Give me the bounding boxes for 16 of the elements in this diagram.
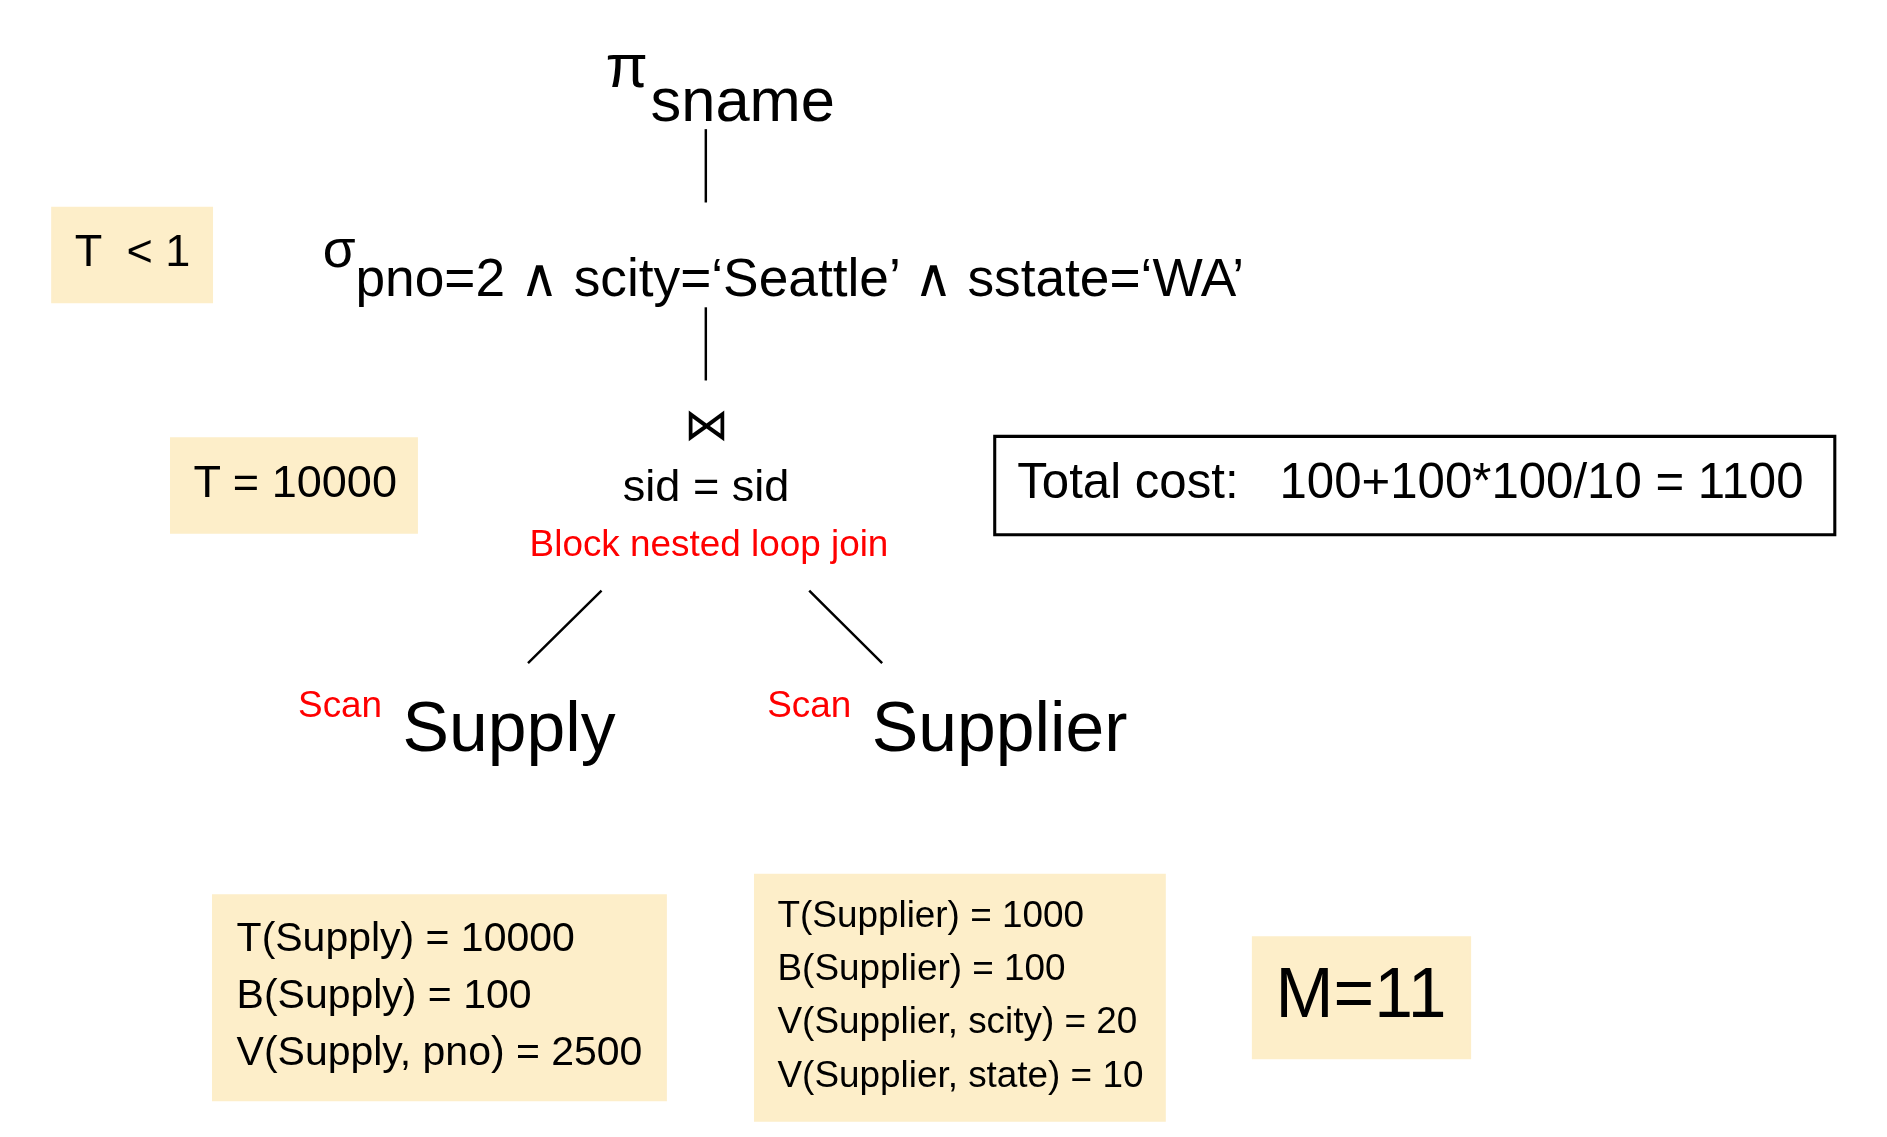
node-box: Total cost: 100+100*100/10 = 1100 bbox=[993, 434, 1837, 537]
node-label: Scan bbox=[298, 683, 383, 725]
node-text: Supplier bbox=[871, 688, 1128, 767]
node-label: Block nested loop join bbox=[529, 523, 889, 564]
connector bbox=[704, 307, 708, 381]
node-box: M=11 bbox=[1251, 936, 1472, 1060]
connector bbox=[808, 589, 883, 665]
connector bbox=[704, 129, 708, 203]
connector bbox=[527, 589, 603, 665]
node-text: Supply bbox=[402, 688, 616, 767]
node-box: T < 1 bbox=[51, 206, 214, 304]
node-label: Scan bbox=[767, 683, 852, 725]
node-box: T = 10000 bbox=[170, 437, 418, 534]
node-box: T(Supplier) = 1000 B(Supplier) = 100 V(Supplier, scity) = 20 V(Supplier, state) = 10 bbox=[753, 873, 1166, 1122]
node-box: T(Supply) = 10000 B(Supply) = 100 V(Supply, pno) = 2500 bbox=[212, 894, 667, 1102]
node-text: ⋈ sid = sid bbox=[622, 398, 790, 512]
